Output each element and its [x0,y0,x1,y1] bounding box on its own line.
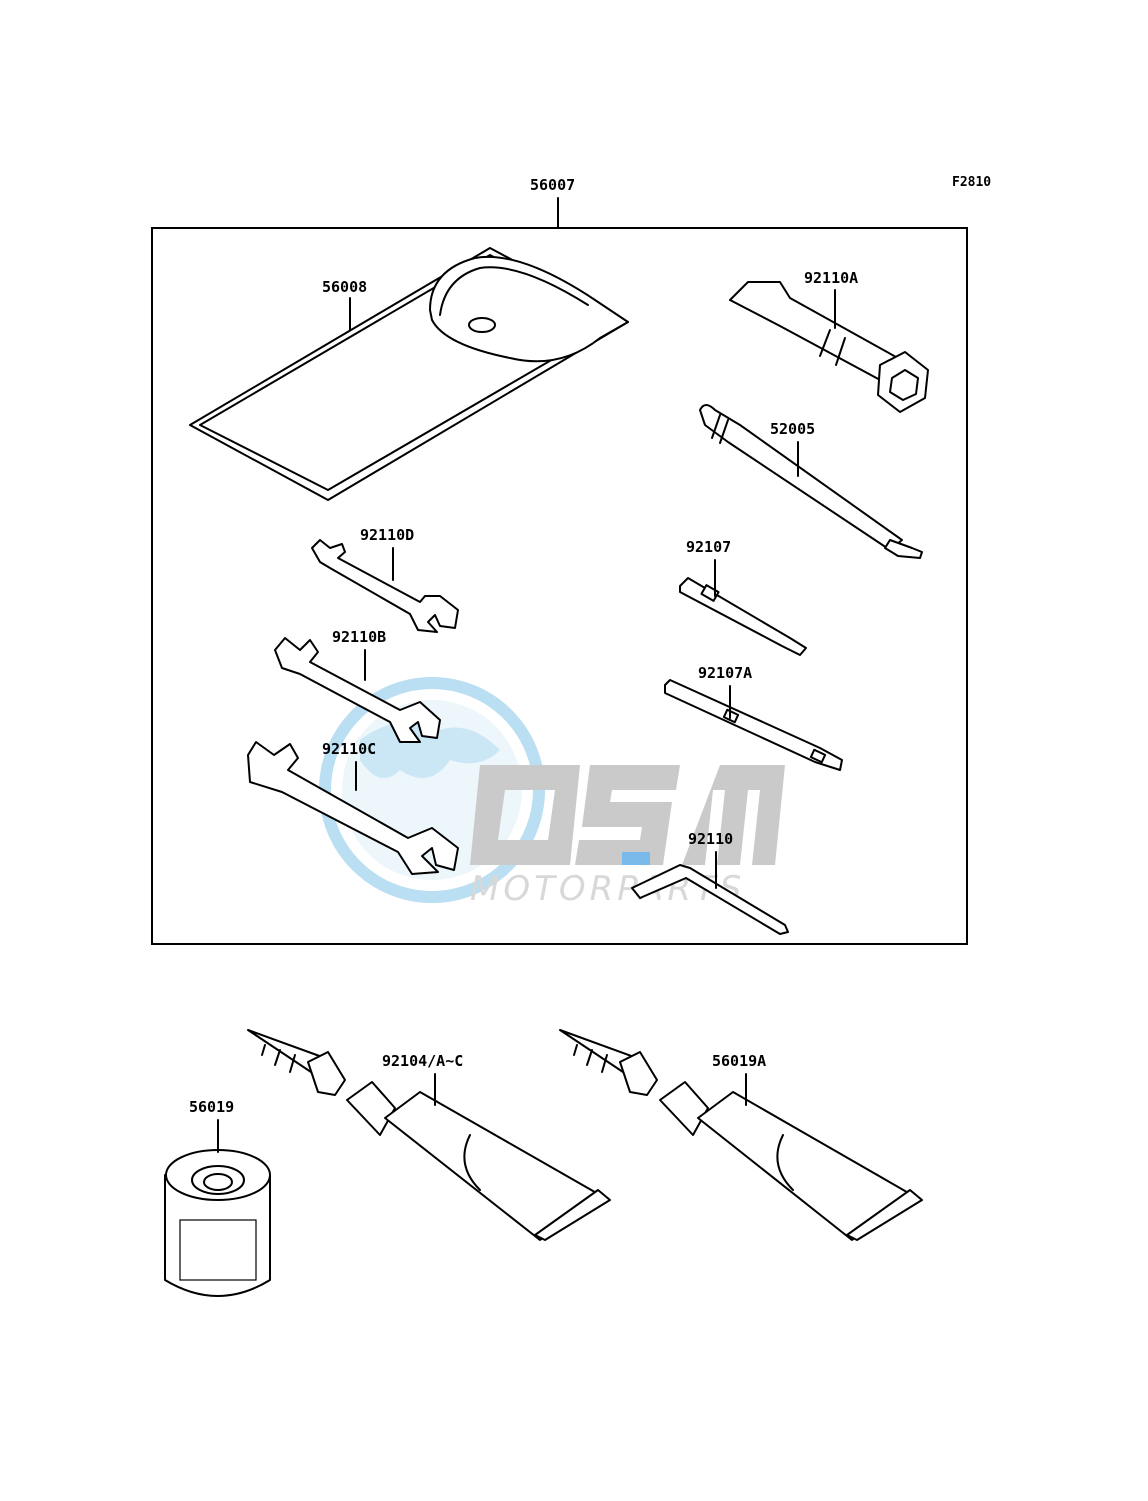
watermark-logo-icon [470,765,785,865]
oil-filter-can-icon [164,1149,271,1297]
label-56019A: 56019A [712,1052,766,1070]
label-92110D: 92110D [360,526,414,544]
wrench-large-icon [247,741,459,875]
label-56019: 56019 [189,1098,234,1116]
figure-code: F2810 [952,175,991,190]
screwdriver-bit-icon [679,577,807,656]
label-92110B: 92110B [332,628,386,646]
label-92110A: 92110A [804,269,858,287]
label-52005: 52005 [770,420,815,438]
kit-box [151,227,968,945]
label-56007: 56007 [530,176,575,194]
sealant-tube-icon [247,1029,611,1241]
handle-icon [699,404,923,559]
screwdriver-icon [664,679,843,771]
wrench-medium-icon [274,637,441,743]
label-92107A: 92107A [698,664,752,682]
label-56008: 56008 [322,278,367,296]
label-92110: 92110 [688,830,733,848]
box-wrench-icon [729,281,929,413]
grease-tube-icon [559,1029,923,1241]
wrench-small-icon [311,539,459,633]
label-92110C: 92110C [322,740,376,758]
label-92104: 92104/A~C [382,1052,463,1070]
hex-key-icon [631,864,789,935]
label-92107: 92107 [686,538,731,556]
tool-pouch-icon [189,247,629,501]
